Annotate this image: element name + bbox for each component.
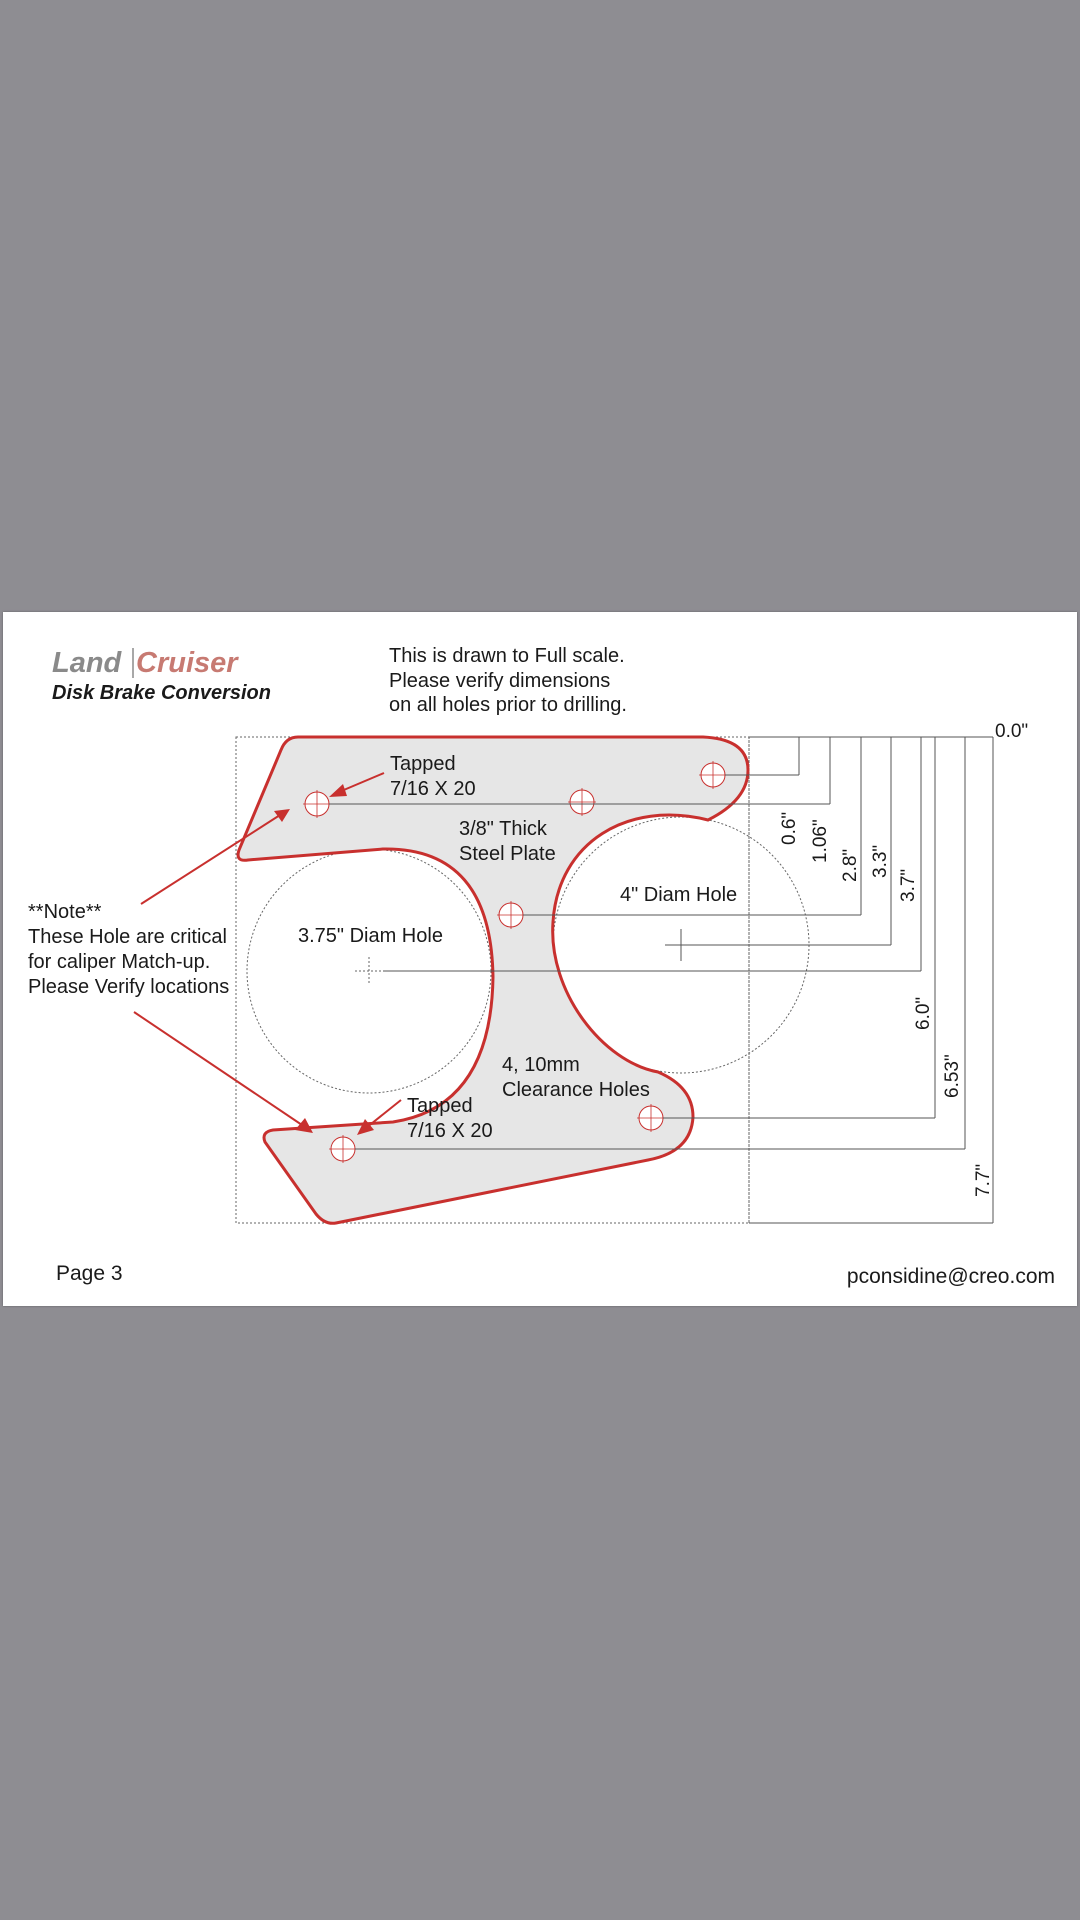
brand-cruiser: Cruiser — [136, 647, 239, 679]
scale-note-line-2: Please verify dimensions — [389, 670, 610, 692]
note-line-2: for caliper Match-up. — [28, 951, 210, 973]
arrow-note-top — [140, 809, 290, 905]
brand-subtitle: Disk Brake Conversion — [52, 682, 271, 704]
tapped-hole-top — [303, 790, 331, 818]
arrow-tapped-top — [329, 772, 385, 797]
tapped-bottom-label-2: 7/16 X 20 — [407, 1120, 493, 1142]
tapped-hole-bottom — [329, 1135, 357, 1163]
drawing-page: Land Cruiser Disk Brake Conversion This … — [3, 612, 1077, 1306]
steel-plate-label-1: 3/8" Thick — [459, 818, 548, 840]
brake-plate-drawing: Land Cruiser Disk Brake Conversion This … — [28, 645, 1055, 1288]
note-title: **Note** — [28, 901, 102, 923]
note-line-3: Please Verify locations — [28, 976, 229, 998]
tapped-top-label-1: Tapped — [390, 753, 456, 775]
scale-note-line-1: This is drawn to Full scale. — [389, 645, 625, 667]
note-line-1: These Hole are critical — [28, 926, 227, 948]
brand-land: Land — [52, 647, 123, 679]
contact-email: pconsidine@creo.com — [847, 1265, 1055, 1288]
dim-label-0-6: 0.6" — [779, 812, 800, 845]
steel-plate-label-2: Steel Plate — [459, 843, 556, 865]
dim-label-6-0: 6.0" — [913, 997, 934, 1030]
dim-label-3-7: 3.7" — [898, 869, 919, 902]
dim-label-0-0: 0.0" — [995, 721, 1028, 742]
tapped-top-label-2: 7/16 X 20 — [390, 778, 476, 800]
dim-label-6-53: 6.53" — [942, 1054, 963, 1098]
page-number: Page 3 — [56, 1262, 123, 1285]
diam-4-label: 4" Diam Hole — [620, 884, 737, 906]
dim-label-7-7: 7.7" — [973, 1164, 994, 1197]
plate-outline — [236, 735, 750, 1225]
clearance-hole-4 — [637, 1104, 665, 1132]
dim-label-2-8: 2.8" — [840, 849, 861, 882]
dimension-lines — [329, 736, 994, 1224]
dim-label-1-06: 1.06" — [810, 819, 831, 863]
clearance-hole-1 — [568, 788, 596, 816]
clearance-hole-3 — [497, 901, 525, 929]
clearance-label-2: Clearance Holes — [502, 1079, 650, 1101]
tapped-bottom-label-1: Tapped — [407, 1095, 473, 1117]
clearance-hole-2 — [699, 761, 727, 789]
dim-label-3-3: 3.3" — [870, 845, 891, 878]
arrow-tapped-bottom — [357, 1099, 402, 1135]
scale-note-line-3: on all holes prior to drilling. — [389, 694, 627, 716]
clearance-label-1: 4, 10mm — [502, 1054, 580, 1076]
arrow-note-bottom — [133, 1011, 313, 1133]
diam-375-label: 3.75" Diam Hole — [298, 925, 443, 947]
